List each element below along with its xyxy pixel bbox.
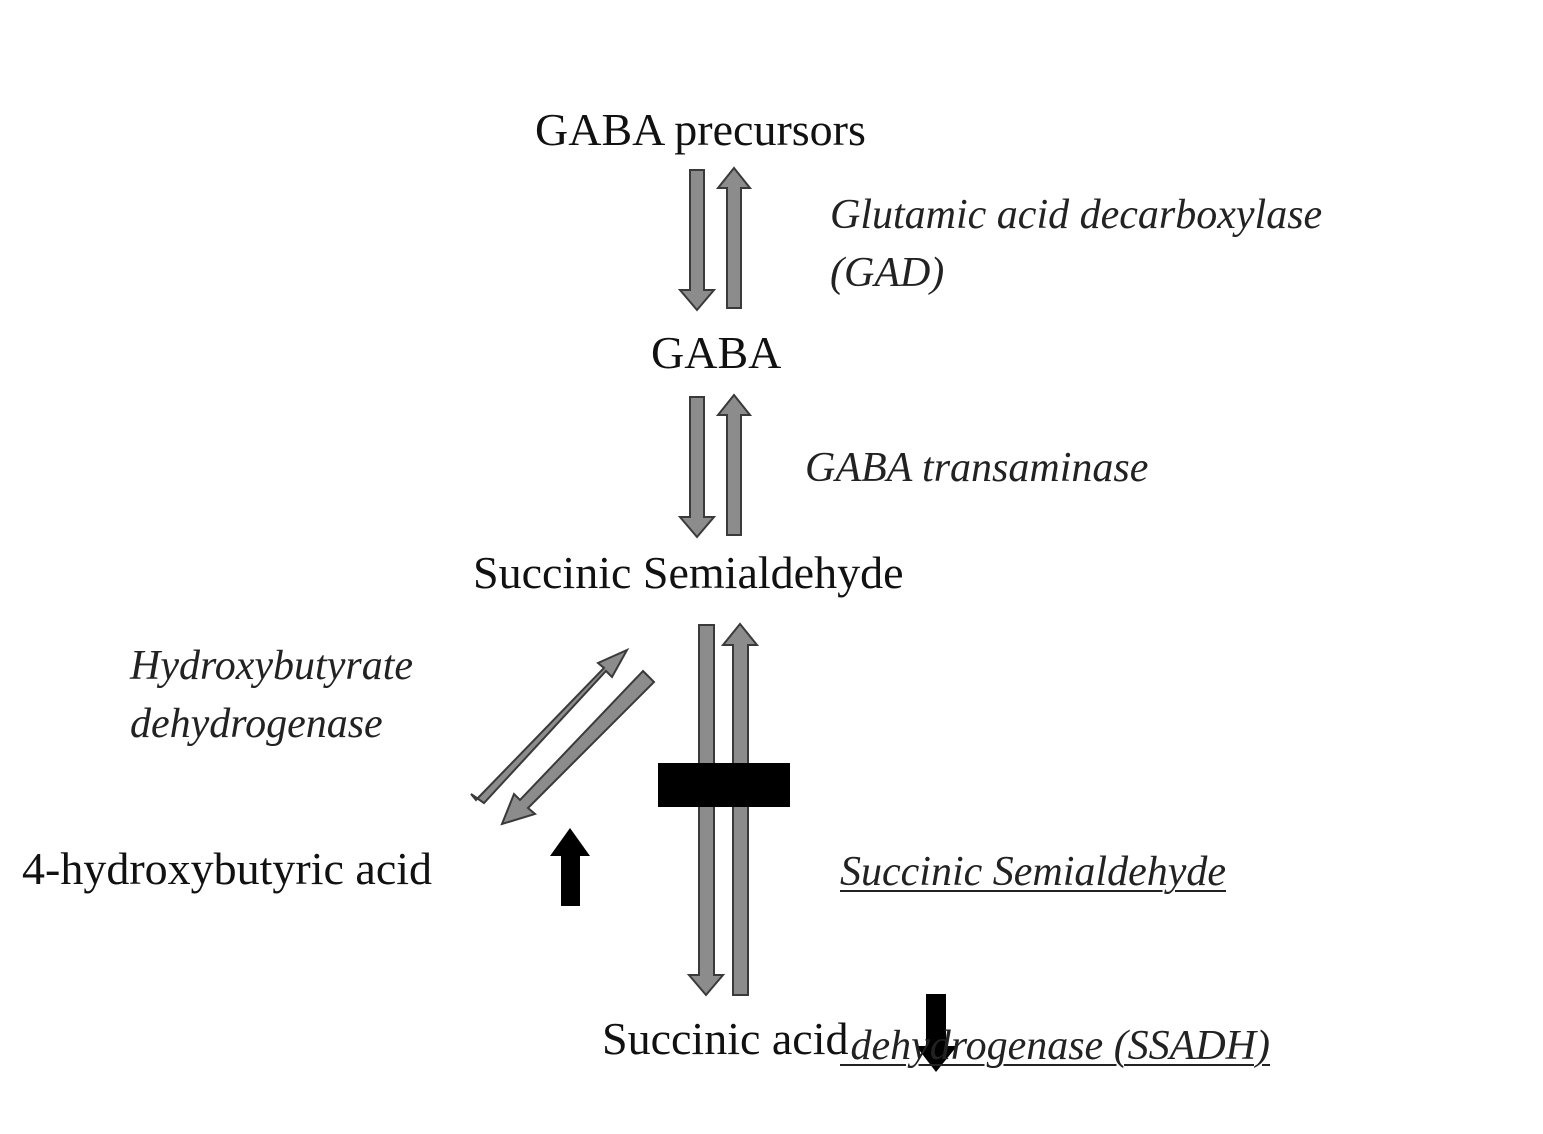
enzyme-hbdh-label: Hydroxybutyrate dehydrogenase — [130, 638, 413, 754]
metabolite-succinic-semialdehyde: Succinic Semialdehyde — [473, 547, 904, 598]
enzyme-gad-label: Glutamic acid decarboxylase (GAD) — [830, 187, 1322, 303]
enzyme-block-bar — [658, 763, 790, 807]
enzyme-ssadh-name-line1: Succinic Semialdehyde — [840, 848, 1226, 895]
enzyme-hbdh-name-line1: Hydroxybutyrate — [130, 643, 414, 689]
arrow-precursors-to-gaba — [677, 169, 717, 312]
enzyme-gad-name: Glutamic acid decarboxylase — [830, 192, 1323, 238]
arrow-gaba-to-ssa — [677, 396, 717, 539]
enzyme-gad-abbrev: (GAD) — [830, 249, 945, 296]
reaction-arrows-ssadh — [658, 622, 790, 997]
enzyme-ssadh-name-line2: dehydrogenase (SSADH) — [840, 1022, 1271, 1069]
metabolite-succinic-acid: Succinic acid — [602, 1013, 849, 1064]
reaction-arrows-gad — [677, 166, 753, 312]
arrow-gaba-to-precursors — [715, 166, 753, 309]
reaction-arrows-hbdh — [470, 647, 656, 826]
arrow-ssa-to-succinic — [686, 624, 726, 997]
metabolite-4-hydroxybutyric-acid: 4-hydroxybutyric acid — [22, 843, 433, 894]
enzyme-transaminase-name: GABA transaminase — [805, 445, 1149, 491]
arrow-ssa-to-gaba — [715, 393, 753, 536]
enzyme-ssadh-label: Succinic Semialdehyde dehydrogenase (SSA… — [840, 728, 1270, 1134]
increase-indicator-arrow — [550, 828, 590, 906]
enzyme-transaminase-label: GABA transaminase — [805, 440, 1148, 498]
decrease-indicator-arrow — [916, 994, 957, 1072]
reaction-arrows-transaminase — [677, 393, 753, 539]
arrow-ssa-to-hydroxybutyric — [500, 669, 656, 826]
arrow-succinic-to-ssa — [720, 622, 760, 996]
metabolite-gaba: GABA — [651, 327, 782, 378]
arrow-hydroxybutyric-to-ssa — [470, 647, 630, 805]
enzyme-hbdh-name-line2: dehydrogenase — [130, 700, 383, 747]
metabolite-gaba-precursors: GABA precursors — [535, 104, 866, 155]
